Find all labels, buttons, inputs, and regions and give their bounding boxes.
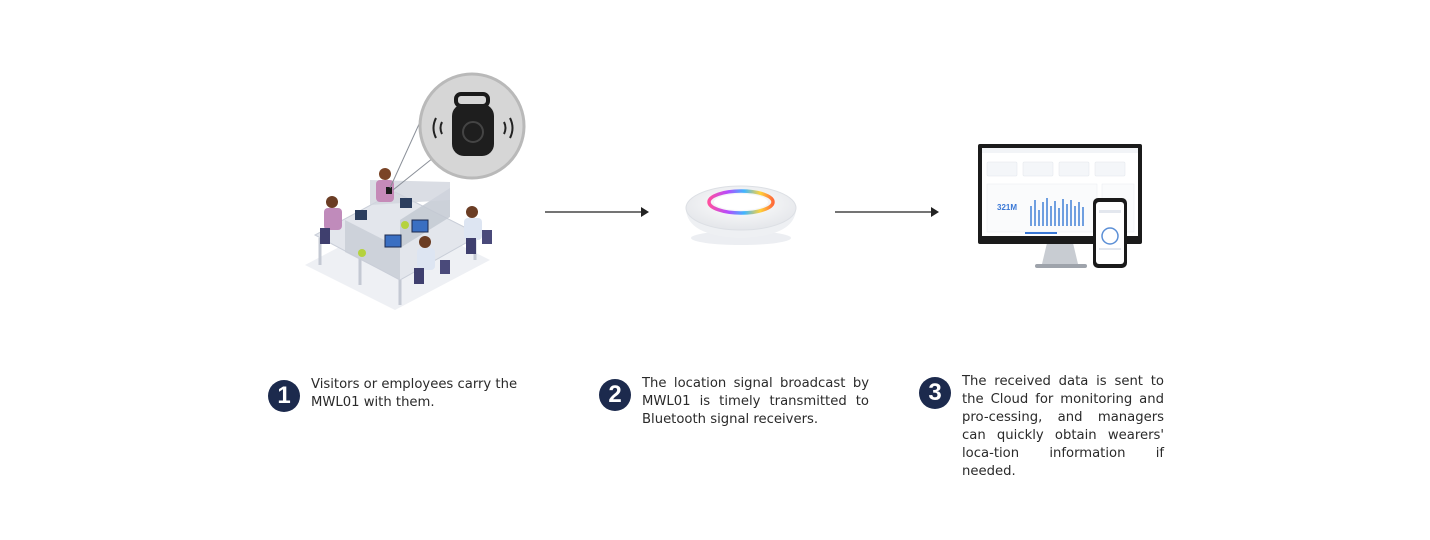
step-1: 1 Visitors or employees carry the MWL01 … bbox=[268, 376, 528, 412]
arrow-right-icon bbox=[545, 207, 649, 217]
step-2: 2 The location signal broadcast by MWL01… bbox=[599, 375, 869, 429]
step-3: 3 The received data is sent to the Cloud… bbox=[919, 373, 1164, 481]
step-number-badge: 1 bbox=[268, 380, 300, 412]
step-description: The received data is sent to the Cloud f… bbox=[962, 374, 1164, 479]
wearable-tag-icon bbox=[432, 92, 514, 156]
step-description: Visitors or employees carry the MWL01 wi… bbox=[311, 377, 518, 410]
dashboard-big-value: 321M bbox=[997, 203, 1018, 212]
step-number-badge: 3 bbox=[919, 377, 951, 409]
smartphone-icon bbox=[1093, 198, 1127, 268]
step-description: The location signal broadcast by MWL01 i… bbox=[642, 376, 869, 427]
arrow-right-icon bbox=[835, 207, 939, 217]
office-workers-illustration bbox=[305, 72, 526, 310]
bluetooth-receiver-icon bbox=[685, 185, 797, 245]
step-number-badge: 2 bbox=[599, 379, 631, 411]
monitor-dashboard-icon bbox=[978, 144, 1142, 268]
